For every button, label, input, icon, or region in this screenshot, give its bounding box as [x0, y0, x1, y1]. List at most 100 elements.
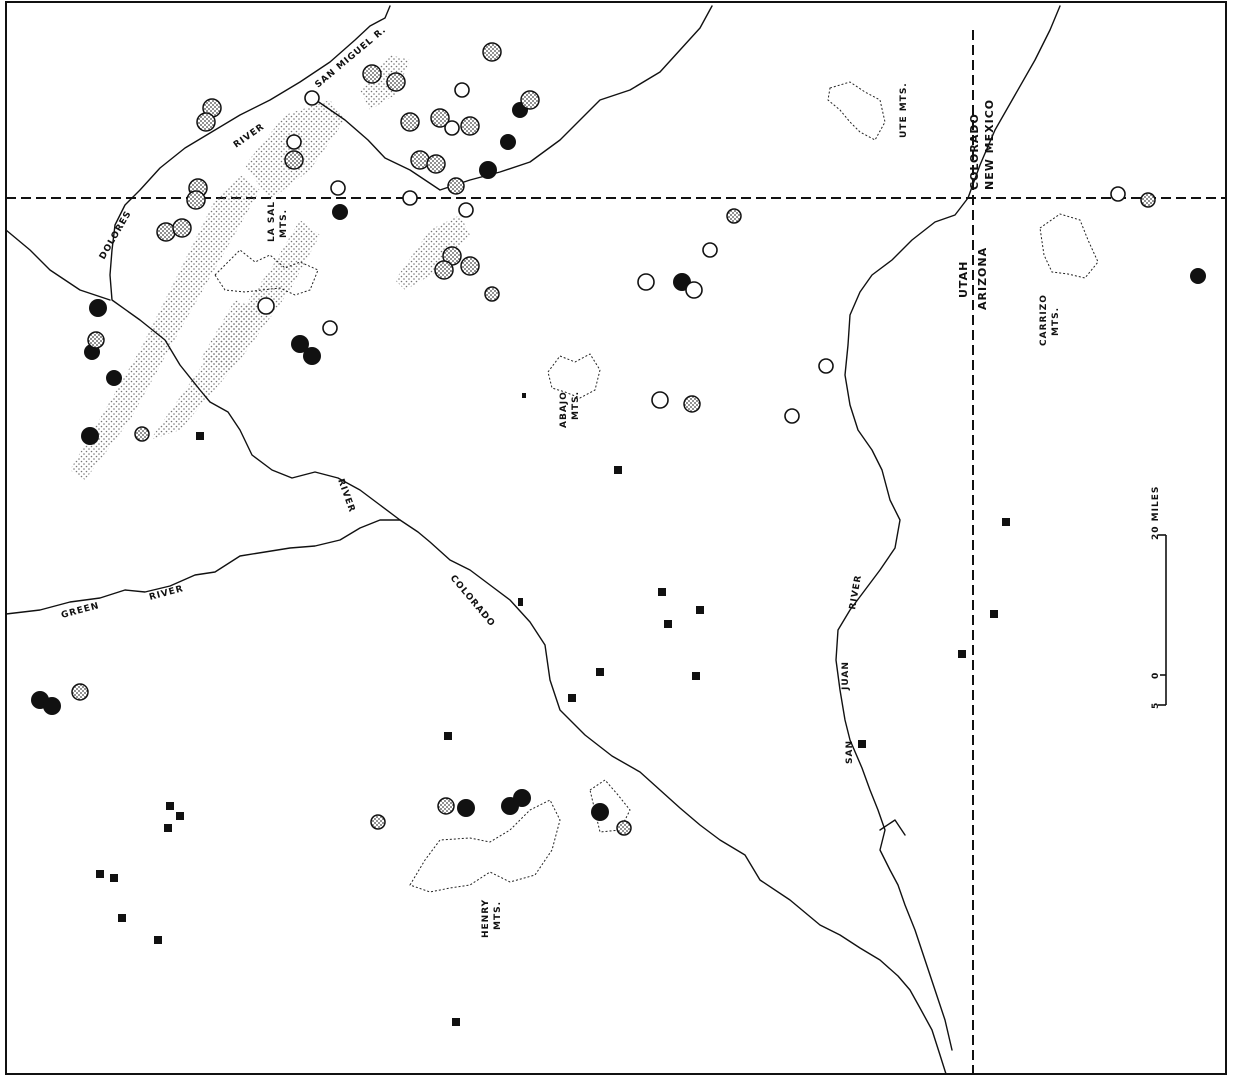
square-icon	[518, 598, 523, 606]
open-circle-icon	[818, 358, 834, 374]
square-icon	[692, 672, 700, 680]
river-label-dolores: DOLORES	[98, 209, 134, 261]
scale-label-0: 0	[1151, 672, 1161, 679]
stippled-circle-icon	[484, 286, 500, 302]
mountain-label-la-sal: LA SAL	[267, 201, 277, 242]
mountain-label-ute: UTE MTS.	[899, 82, 909, 138]
henry-mountains-outline	[409, 799, 561, 893]
open-circle-icon	[304, 90, 320, 106]
mountain-label-abajo-mts: MTS.	[571, 391, 581, 420]
open-circle-icon	[402, 190, 418, 206]
river-label-colorado: COLORADO	[448, 574, 497, 630]
la-sal-mountains-outline	[214, 249, 319, 296]
square-icon	[664, 620, 672, 628]
filled-circle-icon	[591, 803, 609, 821]
square-icon	[154, 936, 162, 944]
filled-circle-icon	[43, 697, 61, 715]
stippled-circle-icon	[386, 72, 406, 92]
mountain-label-carrizo: CARRIZO	[1039, 294, 1049, 346]
filled-circle-icon	[457, 799, 475, 817]
open-circle-icon	[286, 134, 302, 150]
filled-circle-icon	[500, 134, 516, 150]
square-icon	[990, 610, 998, 618]
stippled-circle-icon	[460, 116, 480, 136]
mountain-outlines	[214, 81, 1099, 893]
stippled-circle-icon	[447, 177, 465, 195]
stippled-circle-icon	[156, 222, 176, 242]
square-icon	[118, 914, 126, 922]
open-circle-icon	[257, 297, 275, 315]
state-label-colorado: COLORADO	[968, 113, 981, 190]
stippled-circle-icon	[362, 64, 382, 84]
river-label-san: SAN	[845, 740, 855, 764]
state-label-new-mexico: NEW MEXICO	[983, 99, 996, 190]
map-frame	[5, 1, 1227, 1075]
square-icon	[110, 874, 118, 882]
upper-west-tributary	[5, 229, 111, 301]
colorado-new-mexico-river	[835, 5, 1061, 1051]
abajo-mountains-outline	[547, 353, 601, 399]
stippled-circle-icon	[683, 395, 701, 413]
san-miguel-tributary	[309, 5, 713, 191]
filled-circle-icon	[89, 299, 107, 317]
open-circle-icon	[1110, 186, 1126, 202]
filled-circle-icon	[291, 335, 309, 353]
square-icon	[96, 870, 104, 878]
stippled-circle-icon	[172, 218, 192, 238]
scale-bar	[1158, 534, 1167, 706]
henry-mountains-outline-2	[589, 779, 631, 833]
dolores-san-miguel-river	[109, 5, 947, 1075]
map-labels: COLORADO NEW MEXICO UTAH ARIZONA SAN MIG…	[60, 25, 1161, 938]
river-label-san-juan-river: RIVER	[848, 574, 864, 611]
stippled-circle-icon	[430, 108, 450, 128]
square-deposits	[96, 393, 1010, 1026]
open-circle-icon	[322, 320, 338, 336]
square-icon	[452, 1018, 460, 1026]
small-ridge-river	[879, 819, 906, 836]
mountain-label-la-sal-mts: MTS.	[279, 209, 289, 238]
river-label-green: GREEN	[60, 601, 100, 621]
scale-label-20-miles: 20 MILES	[1151, 486, 1161, 540]
open-circle-icon	[784, 408, 800, 424]
filled-circle-icon	[106, 370, 122, 386]
square-icon	[444, 732, 452, 740]
square-icon	[958, 650, 966, 658]
square-icon	[614, 466, 622, 474]
stippled-circle-icon	[87, 331, 105, 349]
open-circle-icon	[454, 82, 470, 98]
square-icon	[696, 606, 704, 614]
stippled-circle-icon	[134, 426, 150, 442]
stippled-circle-icon	[400, 112, 420, 132]
mountain-label-henry-mts: MTS.	[493, 901, 503, 930]
river-label-juan: JUAN	[841, 661, 851, 691]
square-icon	[858, 740, 866, 748]
square-icon	[658, 588, 666, 596]
stippled-circle-icon	[186, 190, 206, 210]
mountain-label-carrizo-mts: MTS.	[1051, 307, 1061, 336]
square-icon	[596, 668, 604, 676]
filled-circle-icon	[332, 204, 348, 220]
stippled-circle-icon	[370, 814, 386, 830]
stippled-circle-icon	[434, 260, 454, 280]
square-icon	[1002, 518, 1010, 526]
stippled-belts	[70, 55, 470, 480]
stippled-circle-icon	[482, 42, 502, 62]
stippled-circle-icon	[460, 256, 480, 276]
filled-circle-icon	[1190, 268, 1206, 284]
stippled-circle-icon	[410, 150, 430, 170]
open-circle-icon	[444, 120, 460, 136]
state-label-arizona: ARIZONA	[976, 247, 989, 310]
scale-label-5: 5	[1151, 702, 1161, 709]
square-icon	[166, 802, 174, 810]
stippled-circle-icon	[437, 797, 455, 815]
filled-circle-icon	[513, 789, 531, 807]
square-icon	[164, 824, 172, 832]
ute-mountains-outline	[827, 81, 886, 141]
mountain-label-abajo: ABAJO	[559, 391, 569, 428]
stippled-circle-icon	[616, 820, 632, 836]
filled-circle-icon	[479, 161, 497, 179]
green-river	[5, 519, 401, 615]
square-icon	[568, 694, 576, 702]
stippled-circle-icon	[1140, 192, 1156, 208]
